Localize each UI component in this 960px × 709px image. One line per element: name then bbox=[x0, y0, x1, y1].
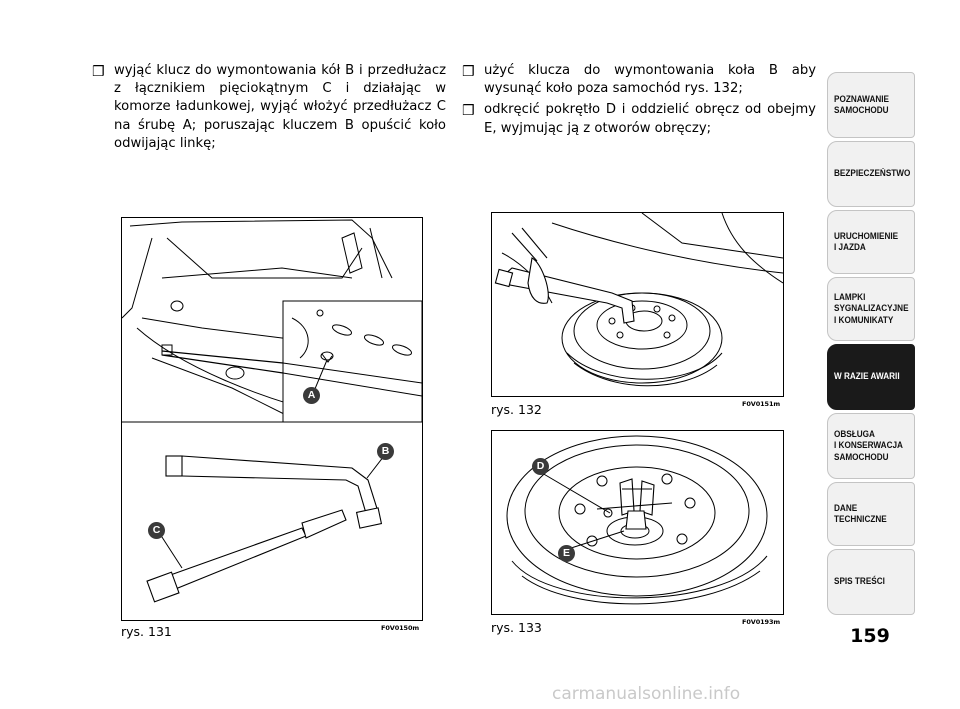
figure-132-caption: rys. 132 bbox=[491, 402, 542, 417]
figure-131-caption: rys. 131 bbox=[121, 624, 172, 639]
figure-132-code: F0V0151m bbox=[742, 400, 781, 408]
figure-131-illustration: A B C bbox=[121, 217, 423, 621]
instruction-text: odkręcić pokrętło D i oddzielić obręcz o… bbox=[484, 102, 816, 136]
instruction-bullet: ❒ użyć klucza do wymontowania koła B aby… bbox=[462, 62, 816, 98]
figure-132-illustration bbox=[491, 212, 784, 397]
watermark-text: carmanualsonline.info bbox=[552, 684, 741, 704]
label-a-marker: A bbox=[303, 387, 320, 404]
figure-131-code: F0V0150m bbox=[381, 624, 420, 632]
spare-wheel-lowering-drawing bbox=[494, 213, 783, 387]
tab-obsluga-i-konserwacja[interactable]: OBSŁUGA I KONSERWACJA SAMOCHODU bbox=[827, 413, 915, 479]
label-c-marker: C bbox=[148, 522, 165, 539]
trunk-and-wrench-drawing bbox=[122, 219, 422, 603]
right-text-column: ❒ użyć klucza do wymontowania koła B aby… bbox=[462, 62, 816, 141]
label-d-marker: D bbox=[532, 458, 549, 475]
page-number: 159 bbox=[850, 625, 890, 647]
figure-133-caption: rys. 133 bbox=[491, 620, 542, 635]
label-e-marker: E bbox=[558, 545, 575, 562]
instruction-bullet: ❒ wyjąć klucz do wymontowania kół B i pr… bbox=[92, 62, 446, 153]
tab-w-razie-awarii[interactable]: W RAZIE AWARII bbox=[827, 344, 915, 410]
tab-dane-techniczne[interactable]: DANE TECHNICZNE bbox=[827, 482, 915, 546]
instruction-bullet: ❒ odkręcić pokrętło D i oddzielić obręcz… bbox=[462, 101, 816, 137]
tab-poznawanie-samochodu[interactable]: POZNAWANIE SAMOCHODU bbox=[827, 72, 915, 138]
figure-133-code: F0V0193m bbox=[742, 618, 781, 626]
figure-133-illustration: D E bbox=[491, 430, 784, 615]
checkbox-bullet-icon: ❒ bbox=[92, 64, 105, 80]
checkbox-bullet-icon: ❒ bbox=[462, 64, 475, 80]
tab-spis-tresci[interactable]: SPIS TREŚCI bbox=[827, 549, 915, 615]
instruction-text: wyjąć klucz do wymontowania kół B i prze… bbox=[114, 63, 446, 151]
tab-lampki-sygnalizacyjne[interactable]: LAMPKI SYGNALIZACYJNE I KOMUNIKATY bbox=[827, 277, 915, 341]
checkbox-bullet-icon: ❒ bbox=[462, 103, 475, 120]
spare-wheel-release-drawing bbox=[506, 435, 768, 605]
label-b-marker: B bbox=[377, 443, 394, 460]
left-text-column: ❒ wyjąć klucz do wymontowania kół B i pr… bbox=[92, 62, 446, 156]
tab-bezpieczenstwo[interactable]: BEZPIECZEŃSTWO bbox=[827, 141, 915, 207]
instruction-text: użyć klucza do wymontowania koła B aby w… bbox=[484, 63, 816, 97]
tab-uruchomienie-i-jazda[interactable]: URUCHOMIENIE I JAZDA bbox=[827, 210, 915, 274]
